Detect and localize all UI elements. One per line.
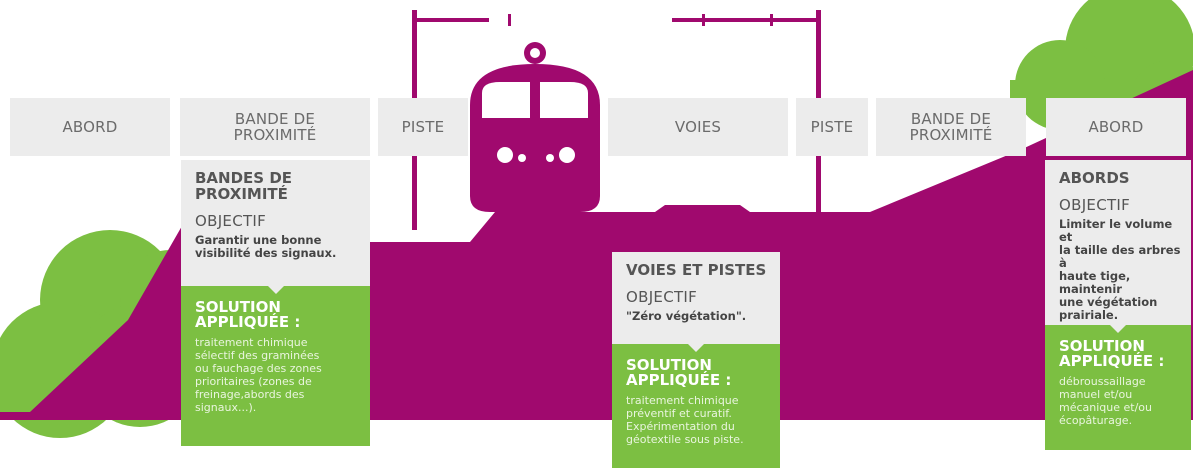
zone-label-bande-left: BANDE DE PROXIMITÉ [180, 98, 370, 156]
train-icon [470, 42, 600, 212]
card-voies-objective-text: "Zéro végétation". [626, 309, 747, 323]
zone-label-bande-right: BANDE DE PROXIMITÉ [876, 98, 1026, 156]
card-voies-header: VOIES ET PISTES OBJECTIF "Zéro végétatio… [612, 252, 780, 352]
card-voies-solution-text: traitement chimique préventif et curatif… [626, 394, 744, 446]
card-abords-title: ABORDS [1059, 169, 1130, 187]
card-bandes-title: BANDES DE PROXIMITÉ [195, 169, 293, 203]
card-bandes-solution-label: SOLUTION APPLIQUÉE : [195, 298, 301, 331]
card-bandes-solution-text: traitement chimique sélectif des graminé… [195, 336, 322, 414]
card-abords-header: ABORDS OBJECTIF Limiter le volume et la … [1045, 160, 1191, 333]
zone-label-voies: VOIES [608, 98, 788, 156]
card-bandes-solution: SOLUTION APPLIQUÉE : traitement chimique… [181, 286, 370, 446]
card-voies-solution: SOLUTION APPLIQUÉE : traitement chimique… [612, 344, 780, 468]
card-bandes-objective-text: Garantir une bonne visibilité des signau… [195, 233, 337, 260]
card-abords-objective-text: Limiter le volume et la taille des arbre… [1059, 217, 1181, 322]
card-voies-et-pistes: VOIES ET PISTES OBJECTIF "Zéro végétatio… [612, 252, 780, 468]
card-abords-solution-label: SOLUTION APPLIQUÉE : [1059, 337, 1165, 370]
card-abords-solution: SOLUTION APPLIQUÉE : débroussaillage man… [1045, 325, 1191, 450]
card-abords-solution-text: débroussaillage manuel et/ou mécanique e… [1059, 375, 1153, 427]
zone-label-abord-left: ABORD [10, 98, 170, 156]
zone-label-piste-left: PISTE [378, 98, 468, 156]
card-voies-title: VOIES ET PISTES [626, 261, 767, 279]
card-bandes-objective-label: OBJECTIF [195, 212, 267, 230]
card-bandes-de-proximite: BANDES DE PROXIMITÉ OBJECTIF Garantir un… [181, 160, 370, 446]
zone-label-abord-right: ABORD [1046, 98, 1186, 156]
card-abords-objective-label: OBJECTIF [1059, 196, 1131, 214]
card-bandes-header: BANDES DE PROXIMITÉ OBJECTIF Garantir un… [181, 160, 370, 294]
card-voies-solution-label: SOLUTION APPLIQUÉE : [626, 356, 732, 389]
card-abords: ABORDS OBJECTIF Limiter le volume et la … [1045, 160, 1191, 450]
zone-label-piste-right: PISTE [796, 98, 868, 156]
card-voies-objective-label: OBJECTIF [626, 288, 698, 306]
